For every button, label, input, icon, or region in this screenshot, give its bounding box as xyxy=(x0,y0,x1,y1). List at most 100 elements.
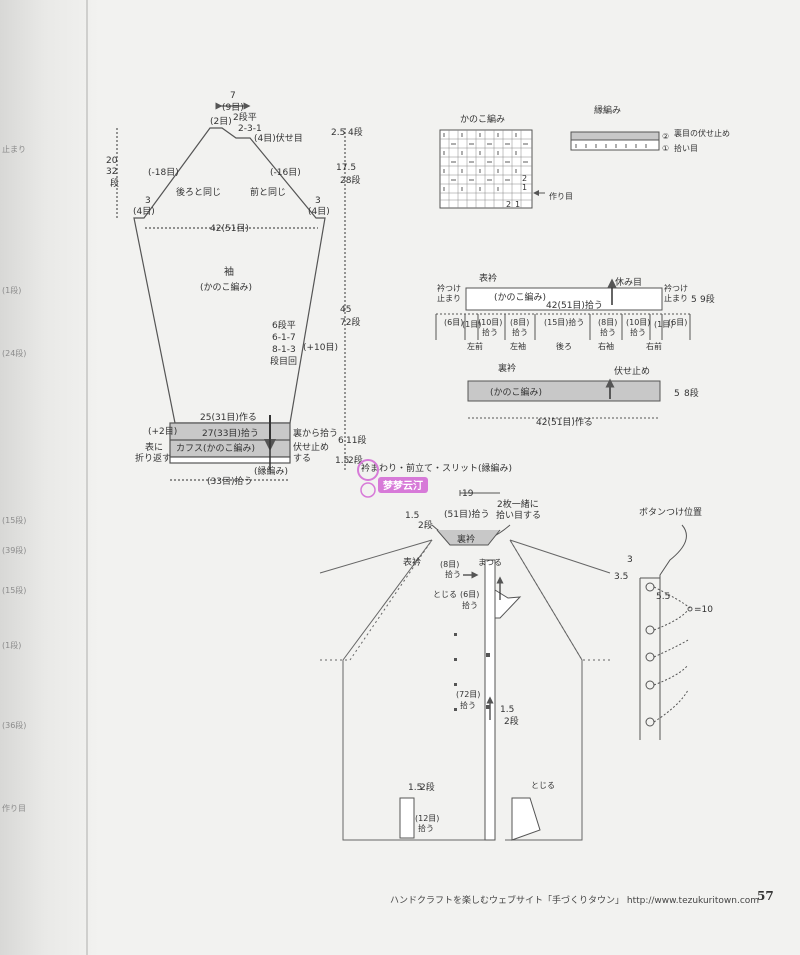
cuff-garter: (縁編み) xyxy=(254,465,288,477)
front-collar-pick: 42(51目)拾う xyxy=(546,299,603,311)
body-join: とじる xyxy=(433,590,457,599)
kanoko-chart xyxy=(439,129,545,209)
cuff-bind-off-2: する xyxy=(293,453,311,464)
collar-seg-count: (1目) xyxy=(462,320,481,329)
ghost-text: 止まり xyxy=(2,145,26,154)
border-bind-off: 裏目の伏せ止め xyxy=(674,128,730,138)
ghost-text: (1段) xyxy=(2,641,22,650)
cuff-edge xyxy=(169,456,291,464)
body-band-cm: 1.5 xyxy=(500,705,514,715)
sleeve-right-top-cm: 2.5 xyxy=(331,128,345,138)
sleeve-dec-right: (-16目) xyxy=(270,167,301,178)
cuff-rows-cm: 6 xyxy=(338,436,344,446)
border-title: 縁編み xyxy=(594,104,621,116)
front-collar-stitch: (かのこ編み) xyxy=(494,291,546,303)
sleeve-inc-count: (+10目) xyxy=(303,342,338,353)
sleeve-left-cm: 20 xyxy=(106,156,118,166)
body-pattern xyxy=(319,490,611,841)
kanoko-col-2: 2 xyxy=(506,200,511,209)
ghost-text: (15段) xyxy=(2,516,27,525)
sleeve-inc-4: 段目回 xyxy=(270,355,297,367)
buttons-m10: =10 xyxy=(694,605,713,615)
sleeve-shoulder-cm-r: 3 xyxy=(315,196,321,206)
body-pick-12b: 拾う xyxy=(418,823,434,833)
back-collar-rows: 8段 xyxy=(684,387,699,399)
sleeve-left-dan: 段 xyxy=(110,177,119,189)
sleeve-shoulder-st-r: (4目) xyxy=(308,206,330,217)
sleeve-shoulder-cm-l: 3 xyxy=(145,196,151,206)
body-pick-72b: 拾う xyxy=(460,700,476,710)
front-collar-title: 表衿 xyxy=(479,272,497,284)
kanoko-row-2: 2 xyxy=(522,174,527,183)
body-pick-72: (72目) xyxy=(456,690,480,699)
collar-seg-count: (6目) xyxy=(668,318,687,327)
body-pick-8b: 拾う xyxy=(445,569,461,579)
button-placement xyxy=(639,524,693,740)
sleeve-right-long-cm: 45 xyxy=(340,305,351,315)
ghost-text: (15段) xyxy=(2,586,27,595)
sleeve-top-2st: (2目) xyxy=(210,116,232,127)
body-pick-6: (6目) xyxy=(460,590,479,599)
sleeve-upper-width: 42(51目) xyxy=(210,223,249,234)
cuff-bind-off-1: 伏せ止め xyxy=(293,441,329,453)
border-row2: ② xyxy=(662,132,669,141)
sleeve-right-long-rows: 72段 xyxy=(340,316,360,328)
page-number: 57 xyxy=(757,889,774,903)
ghost-text: (36段) xyxy=(2,721,27,730)
watermark-text: 梦梦云汀 xyxy=(383,479,423,492)
sleeve-inc-2: 6-1-7 xyxy=(272,333,296,343)
sleeve-bottom-make: 25(31目)作る xyxy=(200,411,257,423)
ghost-text: (39段) xyxy=(2,546,27,555)
collar-seg-name: 左前 xyxy=(467,341,483,351)
sleeve-same-front: 前と同じ xyxy=(250,186,286,198)
book-gutter xyxy=(0,0,100,955)
body-pick-8: (8目) xyxy=(440,560,459,569)
collar-seg-name: 右袖 xyxy=(598,341,614,351)
back-collar-stitch: (かのこ編み) xyxy=(490,386,542,398)
sleeve-inc-3: 8-1-3 xyxy=(272,345,296,355)
body-band-rows: 2段 xyxy=(504,715,519,727)
collar-seg-count: (8目) xyxy=(598,318,617,327)
collar-seg-pick: 拾う xyxy=(600,327,616,337)
buttons-m3: 3 xyxy=(627,555,633,565)
sleeve-right-mid-rows: 28段 xyxy=(340,174,360,186)
kanoko-col-1: 1 xyxy=(515,200,520,209)
collar-seg-name: 左袖 xyxy=(510,341,526,351)
buttons-m55: 5.5 xyxy=(656,592,670,602)
body-front-collar: 表衿 xyxy=(403,556,421,568)
kanoko-row-1: 1 xyxy=(522,183,527,192)
sleeve-rule-3: (4目)伏せ目 xyxy=(254,132,303,144)
sleeve-title: 袖 xyxy=(224,265,234,278)
cuff-fold-1: 表に xyxy=(145,441,163,453)
back-collar-cm: 5 xyxy=(674,389,680,399)
sleeve-outline xyxy=(133,127,326,424)
edge-rows: 2段 xyxy=(348,454,363,466)
collar-seg-name: 右前 xyxy=(646,341,662,351)
kanoko-cast-on: 作り目 xyxy=(549,191,573,201)
ghost-text: (24段) xyxy=(2,349,27,358)
body-together-2: 拾い目する xyxy=(496,509,541,521)
front-collar-stop-l1: 衿つけ xyxy=(437,283,461,293)
front-collar-rows: 9段 xyxy=(700,293,715,305)
body-width: 19 xyxy=(462,489,474,499)
body-pick-51: (51目)拾う xyxy=(444,508,489,520)
border-row1: ① xyxy=(662,144,669,153)
body-slit-join: とじる xyxy=(531,781,555,790)
collar-seg-count: (1目) xyxy=(654,320,673,329)
body-together-1: 2枚一緒に xyxy=(497,498,539,510)
sleeve-stitch: (かのこ編み) xyxy=(200,281,252,293)
sleeve-dec-left: (-18目) xyxy=(148,167,179,178)
back-collar xyxy=(467,378,661,419)
front-collar-cm: 5 xyxy=(691,295,697,305)
sleeve-same-back: 後ろと同じ xyxy=(176,186,221,198)
sleeve-inc-1: 6段平 xyxy=(272,319,296,331)
buttons-m35: 3.5 xyxy=(614,572,628,582)
sleeve-right-mid-cm: 17.5 xyxy=(336,163,356,173)
front-collar-stop-r2: 止まり xyxy=(664,293,688,303)
watermark: 梦梦云汀 xyxy=(357,459,428,498)
front-collar-rest: 休み目 xyxy=(615,276,642,288)
body-collar-rows: 2段 xyxy=(418,519,433,531)
body-slit-rows: 2段 xyxy=(420,781,435,793)
back-collar-bind-off: 伏せ止め xyxy=(614,365,650,377)
